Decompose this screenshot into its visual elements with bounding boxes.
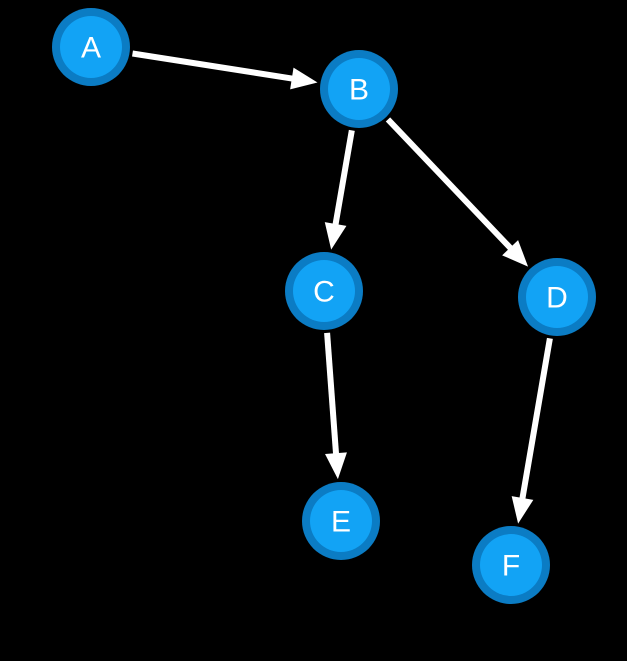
- edges-layer: [132, 50, 553, 524]
- graph-edge-d-f[interactable]: [511, 337, 553, 524]
- arrowhead-b-c: [324, 222, 347, 250]
- node-label-a: A: [81, 32, 101, 65]
- graph-node-a[interactable]: A: [52, 8, 130, 86]
- arrowhead-b-d: [502, 240, 529, 267]
- arrowhead-a-b: [290, 67, 318, 90]
- nodes-layer: A B C D E F: [52, 8, 596, 604]
- node-core-e: [310, 490, 372, 552]
- node-label-e: E: [331, 506, 351, 539]
- node-core-f: [480, 534, 542, 596]
- node-core-b: [328, 58, 390, 120]
- node-core-c: [293, 260, 355, 322]
- graph-node-b[interactable]: B: [320, 50, 398, 128]
- node-core-a: [60, 16, 122, 78]
- node-label-c: C: [313, 276, 335, 309]
- graph-edge-b-c[interactable]: [324, 129, 355, 250]
- node-label-d: D: [546, 282, 568, 315]
- arrowhead-c-e: [325, 452, 347, 480]
- graph-edge-a-b[interactable]: [132, 50, 318, 90]
- graph-node-e[interactable]: E: [302, 482, 380, 560]
- arrowhead-d-f: [511, 496, 534, 524]
- node-label-f: F: [502, 550, 520, 583]
- graph-edge-c-e[interactable]: [324, 332, 347, 480]
- graph-node-c[interactable]: C: [285, 252, 363, 330]
- graph-edge-b-d[interactable]: [385, 117, 529, 267]
- node-core-d: [526, 266, 588, 328]
- node-label-b: B: [349, 74, 369, 107]
- graph-node-d[interactable]: D: [518, 258, 596, 336]
- graph-node-f[interactable]: F: [472, 526, 550, 604]
